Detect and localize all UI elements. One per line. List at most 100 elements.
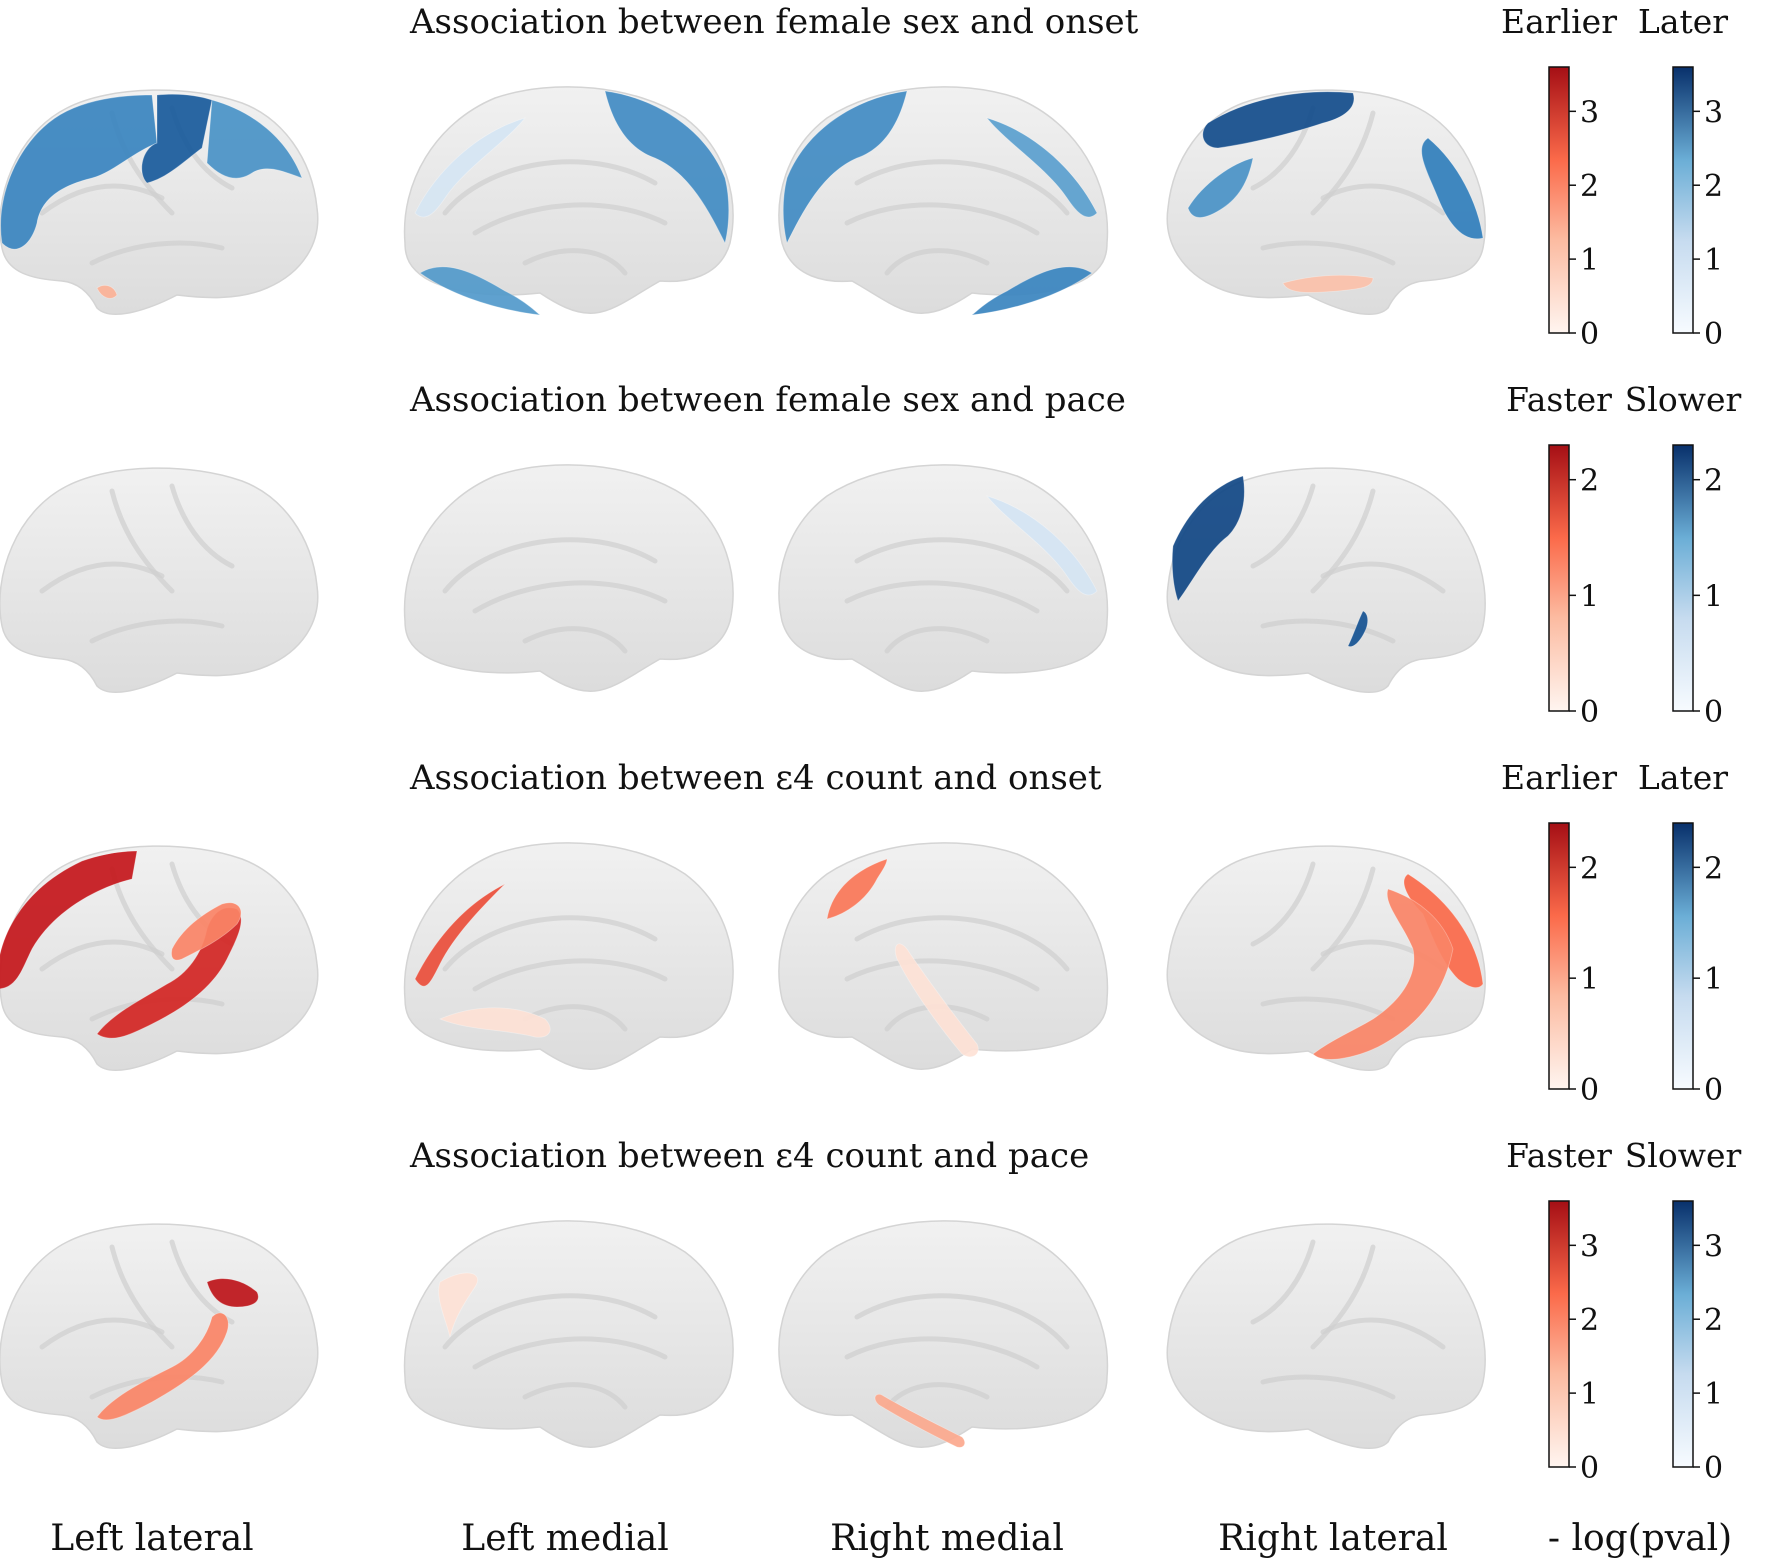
region-negative (438, 1272, 478, 1338)
row-title: Association between ε4 count and onset (409, 758, 1102, 798)
colorbar-tick-label: 2 (1704, 169, 1723, 204)
sulcus-line (884, 1382, 990, 1410)
region-positive (985, 117, 1098, 218)
colorbar-tick-label: 3 (1580, 95, 1599, 130)
brain-right-lateral (1166, 845, 1486, 1072)
sulcus-line (442, 159, 658, 216)
colorbar-tick-label: 1 (1580, 1377, 1599, 1412)
colorbar-direction-label: Slower (1625, 1136, 1742, 1175)
sulcus-line (1260, 618, 1396, 644)
colorbar-tick-label: 0 (1580, 317, 1599, 352)
sulcus-line (1320, 1317, 1446, 1350)
sulcus-line (169, 483, 235, 569)
sulcus-line (854, 537, 1070, 594)
colorbar-tick-label: 3 (1580, 1229, 1599, 1264)
row-title: Association between ε4 count and pace (409, 1136, 1089, 1176)
sulcus-line (854, 1293, 1070, 1350)
brain-right-lateral (1166, 89, 1486, 316)
region-positive (782, 90, 908, 245)
brain-right-medial (778, 464, 1109, 692)
region-negative (206, 1278, 259, 1308)
sulcus-line (522, 248, 628, 276)
sulcus-line (89, 240, 225, 266)
sulcus-line (884, 626, 990, 654)
sulcus-line (844, 1336, 1040, 1370)
sulcus-line (854, 915, 1070, 972)
colorbar-tick-label: 0 (1580, 1451, 1599, 1486)
sulcus-line (1310, 866, 1376, 972)
row-title: Association between female sex and pace (409, 380, 1126, 420)
region-positive (419, 266, 542, 316)
colorbar-direction-label: Earlier (1501, 758, 1617, 797)
region-positive (206, 99, 303, 179)
sulcus-line (844, 202, 1040, 236)
region-negative (0, 850, 138, 990)
row-3: Association between ε4 count and onset Ea… (0, 758, 1728, 1108)
brain-left-lateral (0, 89, 319, 316)
sulcus-line (472, 202, 668, 236)
region-positive (1421, 137, 1484, 240)
colorbar-tick-label: 3 (1704, 1229, 1723, 1264)
colorbar-tick-label: 1 (1704, 243, 1723, 278)
colorbar-tick-label: 0 (1704, 695, 1723, 730)
cortex-surface (403, 1220, 734, 1448)
region-positive (1347, 610, 1369, 648)
sulcus-line (1260, 240, 1396, 266)
colorbar-tick-label: 0 (1704, 1073, 1723, 1108)
brain-right-lateral (1166, 467, 1486, 694)
colorbar-axis-label: - log(pval) (1548, 1518, 1732, 1559)
colorbar-tick-label: 0 (1704, 1451, 1723, 1486)
colorbar-gradient (1548, 822, 1570, 1090)
region-negative (826, 858, 888, 920)
colorbar-tick-label: 0 (1580, 695, 1599, 730)
region-negative (438, 1007, 551, 1038)
view-label-right-lateral: Right lateral (1218, 1518, 1448, 1559)
region-negative (171, 902, 242, 961)
sulcus-line (39, 1317, 165, 1350)
colorbar-direction-label: Later (1638, 2, 1728, 41)
colorbar-direction-label: Later (1638, 758, 1728, 797)
colorbar-tick-label: 2 (1580, 1303, 1599, 1338)
colorbar-tick-label: 1 (1704, 579, 1723, 614)
colorbar-gradient (1548, 66, 1570, 334)
brain-left-medial (403, 86, 734, 316)
region-negative (96, 284, 118, 299)
sulcus-line (1260, 996, 1396, 1022)
sulcus-line (89, 618, 225, 644)
sulcus-line (884, 248, 990, 276)
region-positive (0, 94, 158, 250)
sulcus-line (1260, 1374, 1396, 1400)
colorbar-tick-label: 0 (1704, 317, 1723, 352)
colorbar-tick-label: 2 (1580, 851, 1599, 886)
brain-left-lateral (0, 845, 319, 1072)
colorbar-direction-label: Slower (1625, 380, 1742, 419)
sulcus-line (522, 1004, 628, 1032)
brain-right-medial (778, 1220, 1109, 1448)
sulcus-line (854, 159, 1070, 216)
colorbar-tick-label: 2 (1704, 464, 1723, 499)
brain-left-medial (403, 464, 734, 692)
sulcus-line (1320, 561, 1446, 594)
brain-right-lateral (1166, 1223, 1486, 1450)
region-positive (1171, 475, 1245, 602)
view-label-right-medial: Right medial (830, 1518, 1064, 1559)
colorbar-tick-label: 1 (1580, 962, 1599, 997)
view-label-left-lateral: Left lateral (50, 1518, 253, 1559)
sulcus-line (1250, 1239, 1316, 1325)
cortex-surface (778, 1220, 1109, 1448)
sulcus-line (39, 939, 165, 972)
sulcus-line (1310, 110, 1376, 216)
colorbar-direction-label: Faster (1506, 1136, 1612, 1175)
sulcus-line (1310, 488, 1376, 594)
region-negative (894, 943, 979, 1058)
sulcus-line (442, 915, 658, 972)
region-positive (985, 495, 1098, 596)
sulcus-line (1310, 1244, 1376, 1350)
colorbar-tick-label: 1 (1580, 579, 1599, 614)
brain-left-lateral (0, 467, 319, 694)
brain-right-medial (778, 842, 1109, 1070)
view-label-left-medial: Left medial (461, 1518, 668, 1559)
